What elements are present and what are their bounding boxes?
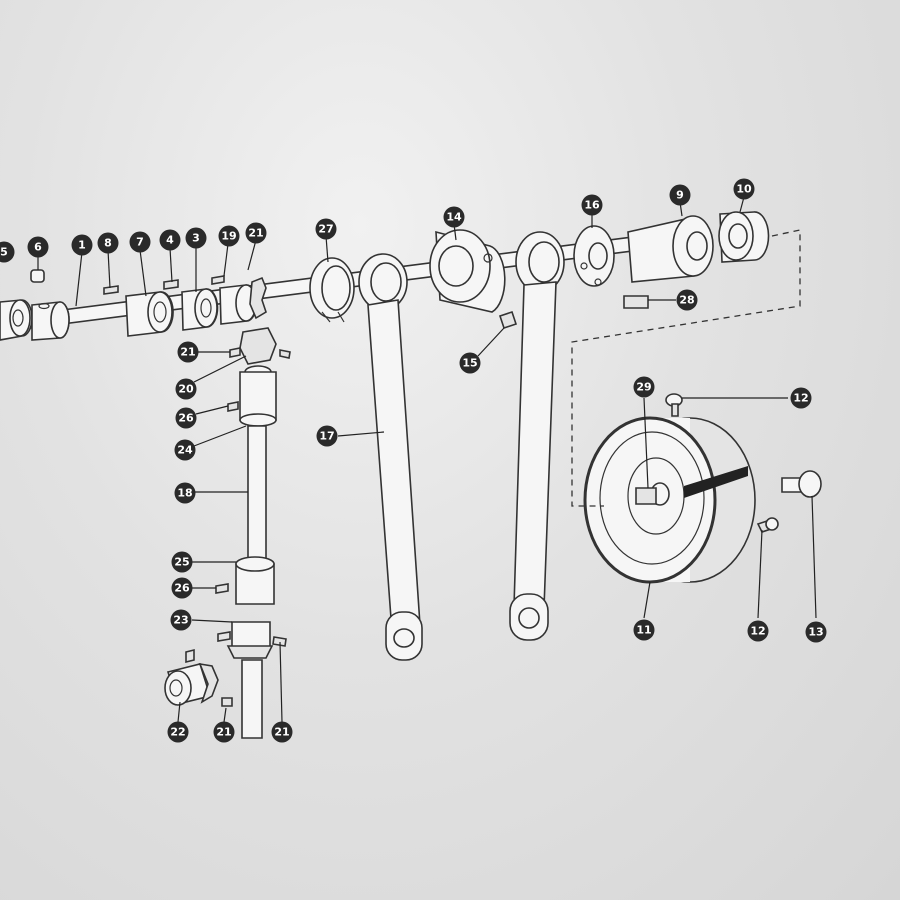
- part-3-collar: [181, 288, 219, 331]
- callout-26-lower-label: 26: [174, 582, 190, 595]
- callout-12-top: 12: [790, 387, 812, 409]
- callout-20: 20: [175, 378, 197, 400]
- part-16-flange: [573, 225, 615, 287]
- callout-23-label: 23: [173, 614, 188, 627]
- callout-6: 6: [27, 236, 49, 258]
- callout-21-top: 21: [245, 222, 267, 244]
- callout-21-top-label: 21: [248, 227, 263, 240]
- callout-21-bottom-left: 21: [213, 721, 235, 743]
- callout-15-label: 15: [462, 357, 477, 370]
- callout-17-label: 17: [319, 430, 334, 443]
- callout-8-label: 8: [104, 237, 112, 250]
- callout-10: 10: [733, 178, 755, 200]
- callout-21-left-label: 21: [180, 346, 195, 359]
- callout-16: 16: [581, 194, 603, 216]
- part-17-connecting-rod: [358, 253, 423, 661]
- callout-29: 29: [633, 376, 655, 398]
- callout-28: 28: [676, 289, 698, 311]
- callout-7: 7: [129, 231, 151, 253]
- callout-13: 13: [805, 621, 827, 643]
- callout-26-upper: 26: [175, 407, 197, 429]
- callout-25: 25: [171, 551, 193, 573]
- callout-1: 1: [71, 234, 93, 256]
- callout-26-upper-label: 26: [178, 412, 194, 425]
- callout-12-bottom: 12: [747, 620, 769, 642]
- alignment-dashed-line: [571, 229, 801, 507]
- callout-9-label: 9: [676, 189, 684, 202]
- callout-24-label: 24: [177, 444, 193, 457]
- vertical-shaft-assembly: [226, 327, 277, 739]
- callout-5-label: 5: [0, 246, 8, 259]
- part-12-screws: [665, 393, 779, 533]
- part-10-bushing: [718, 211, 770, 263]
- part-8-screw: [103, 285, 119, 295]
- callout-11: 11: [633, 619, 655, 641]
- part-19-screw: [211, 275, 225, 285]
- callout-12-top-label: 12: [793, 392, 808, 405]
- part-27-ring: [309, 257, 355, 323]
- part-1-coupling: [31, 301, 70, 341]
- callout-22-label: 22: [170, 726, 185, 739]
- callout-21-bottom-left-label: 21: [216, 726, 231, 739]
- part-9-sleeve: [627, 215, 714, 283]
- callout-21-bottom-right: 21: [271, 721, 293, 743]
- callout-21-bottom-right-label: 21: [274, 726, 289, 739]
- leader-lines: [37, 196, 817, 723]
- part-6-cap: [30, 269, 45, 283]
- callout-20-label: 20: [178, 383, 194, 396]
- upper-bevel-gear-assembly: [219, 276, 267, 325]
- callout-26-lower: 26: [171, 577, 193, 599]
- callout-16-label: 16: [584, 199, 600, 212]
- callout-4-label: 4: [166, 234, 174, 247]
- part-15-screw: [498, 310, 518, 330]
- callout-24: 24: [174, 439, 196, 461]
- callout-27-label: 27: [318, 223, 333, 236]
- callout-23: 23: [170, 609, 192, 631]
- callout-29-label: 29: [636, 381, 651, 394]
- part-5-collar: [0, 299, 33, 341]
- callout-18-label: 18: [177, 487, 192, 500]
- callout-10-label: 10: [736, 183, 752, 196]
- callout-27: 27: [315, 218, 337, 240]
- callout-3: 3: [185, 227, 207, 249]
- part-7-collar: [125, 291, 174, 337]
- second-connecting-rod: [509, 231, 565, 641]
- callout-19-label: 19: [221, 230, 236, 243]
- part-14-hub: [429, 229, 506, 313]
- callout-9: 9: [669, 184, 691, 206]
- callout-17: 17: [316, 425, 338, 447]
- part-11-pulley: [583, 416, 756, 584]
- part-28-screw: [623, 295, 649, 309]
- callout-21-left: 21: [177, 341, 199, 363]
- callout-7-label: 7: [136, 236, 144, 249]
- callout-12-bottom-label: 12: [750, 625, 765, 638]
- callout-25-label: 25: [174, 556, 189, 569]
- callout-28-label: 28: [679, 294, 694, 307]
- part-13-bolt: [781, 470, 822, 498]
- part-4-screw: [163, 279, 179, 290]
- callout-11-label: 11: [636, 624, 651, 637]
- callout-13-label: 13: [808, 626, 823, 639]
- callout-4: 4: [159, 229, 181, 251]
- callout-3-label: 3: [192, 232, 200, 245]
- callout-1-label: 1: [78, 239, 86, 252]
- callout-15: 15: [459, 352, 481, 374]
- part-22-gear: [164, 648, 219, 706]
- callout-14: 14: [443, 206, 465, 228]
- callout-14-label: 14: [446, 211, 462, 224]
- callout-6-label: 6: [34, 241, 42, 254]
- callout-22: 22: [167, 721, 189, 743]
- vertical-shaft-screws: [215, 347, 291, 707]
- callout-18: 18: [174, 482, 196, 504]
- callout-5: 5: [0, 241, 15, 263]
- callout-19: 19: [218, 225, 240, 247]
- callout-8: 8: [97, 232, 119, 254]
